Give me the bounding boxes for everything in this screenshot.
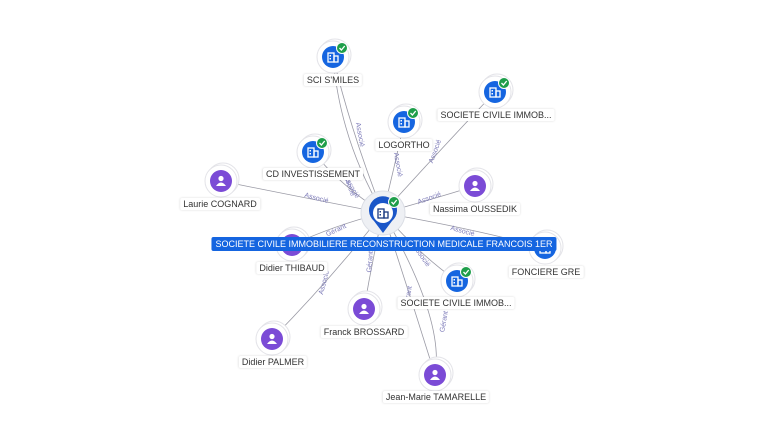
building-icon [451, 276, 463, 287]
person-icon [216, 175, 226, 186]
node-label-didier-t[interactable]: Didier THIBAUD [256, 262, 328, 274]
graph-node-sci-smiles[interactable] [316, 38, 352, 74]
edge-label: Associé [392, 152, 403, 177]
node-label-cd-invest[interactable]: CD INVESTISSEMENT [262, 168, 364, 180]
building-icon [307, 147, 319, 158]
verified-check-icon [407, 107, 419, 119]
verified-check-icon [460, 266, 472, 278]
person-icon [267, 333, 277, 344]
node-label-fonciere[interactable]: FONCIERE GRE [508, 266, 584, 278]
node-label-jean-marie[interactable]: Jean-Marie TAMARELLE [382, 391, 490, 403]
node-label-sci-immob-2[interactable]: SOCIETE CIVILE IMMOB... [397, 297, 515, 309]
building-icon [398, 117, 410, 128]
verified-check-icon [388, 196, 400, 208]
node-label-laurie[interactable]: Laurie COGNARD [180, 198, 260, 210]
node-label-logortho[interactable]: LOGORTHO [375, 139, 433, 151]
node-label-sci-immob-1[interactable]: SOCIETE CIVILE IMMOB... [437, 109, 555, 121]
graph-node-sci-immob-1[interactable] [478, 73, 514, 109]
node-label-franck[interactable]: Franck BROSSARD [320, 326, 408, 338]
node-label-nassima[interactable]: Nassima OUSSEDIK [429, 203, 521, 215]
graph-node-cd-invest[interactable] [296, 133, 332, 169]
graph-node-sci-immob-2[interactable] [440, 262, 476, 298]
graph-node-logortho[interactable] [387, 103, 423, 139]
edge-label: Associé [304, 192, 330, 205]
edge-label: Gérant [439, 311, 450, 333]
edge-label: Gérant [403, 286, 414, 308]
node-label-sci-smiles[interactable]: SCI S'MILES [303, 74, 363, 86]
verified-check-icon [336, 42, 348, 54]
building-icon [377, 208, 389, 219]
node-label-didier-p[interactable]: Didier PALMER [238, 356, 308, 368]
graph-node-laurie[interactable] [204, 162, 240, 198]
graph-node-nassima[interactable] [458, 167, 494, 203]
person-icon [430, 369, 440, 380]
graph-node-didier-p[interactable] [255, 320, 291, 356]
person-icon [470, 180, 480, 191]
center-company-node[interactable] [360, 190, 406, 236]
person-icon [359, 303, 369, 314]
verified-check-icon [498, 77, 510, 89]
building-icon [489, 87, 501, 98]
center-node-label[interactable]: SOCIETE CIVILE IMMOBILIERE RECONSTRUCTIO… [211, 237, 557, 251]
graph-node-franck[interactable] [347, 290, 383, 326]
graph-node-jean-marie[interactable] [418, 356, 454, 392]
building-icon [327, 52, 339, 63]
edge-label: Gérant [366, 251, 375, 273]
edge-label: Associé [354, 122, 365, 147]
verified-check-icon [316, 137, 328, 149]
